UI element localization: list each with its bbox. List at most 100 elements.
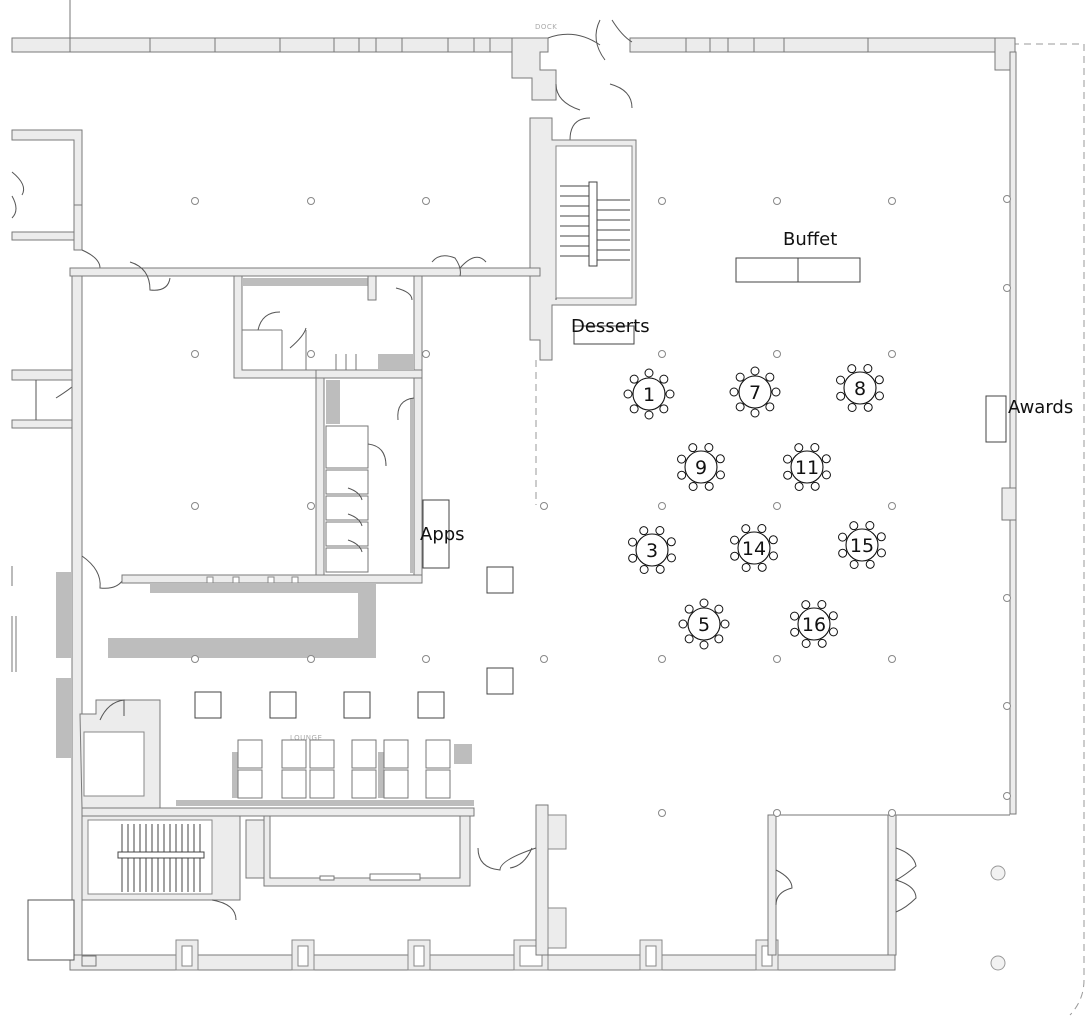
buffet-table <box>735 257 861 283</box>
chair <box>729 387 739 397</box>
chair <box>783 454 793 464</box>
west-rooms <box>11 129 541 429</box>
chair <box>666 537 676 547</box>
gallery-bar <box>108 583 376 658</box>
chair <box>750 366 760 376</box>
chair <box>623 389 633 399</box>
table-1[interactable]: 1 <box>623 368 675 420</box>
desserts-table <box>573 325 635 345</box>
chair <box>817 600 827 610</box>
chair <box>639 564 649 574</box>
chair <box>810 481 820 491</box>
chair <box>684 634 694 644</box>
chair <box>678 619 688 629</box>
chair <box>688 443 698 453</box>
chair <box>810 443 820 453</box>
chair <box>847 402 857 412</box>
chair <box>628 553 638 563</box>
chair <box>836 375 846 385</box>
chair <box>768 551 778 561</box>
chair <box>865 521 875 531</box>
chair <box>750 408 760 418</box>
chair <box>684 604 694 614</box>
chair <box>688 481 698 491</box>
east-divider <box>477 804 567 956</box>
chair <box>677 470 687 480</box>
chair <box>863 402 873 412</box>
table-11[interactable]: 11 <box>783 443 831 491</box>
chair <box>838 532 848 542</box>
chair <box>715 454 725 464</box>
chair <box>771 387 781 397</box>
chair <box>874 375 884 385</box>
svg-text:9: 9 <box>695 457 707 479</box>
chair <box>876 532 886 542</box>
chair <box>644 368 654 378</box>
chair <box>714 634 724 644</box>
table-7[interactable]: 7 <box>729 366 781 418</box>
chair <box>874 391 884 401</box>
chair <box>629 404 639 414</box>
columns <box>191 195 1011 971</box>
svg-text:15: 15 <box>850 535 874 557</box>
chair <box>714 604 724 614</box>
table-9[interactable]: 9 <box>677 443 725 491</box>
chair <box>821 454 831 464</box>
chair <box>821 470 831 480</box>
chair <box>741 562 751 572</box>
apps-counter <box>422 499 450 569</box>
chair <box>628 537 638 547</box>
chair <box>768 535 778 545</box>
apps-label: Apps <box>420 524 465 545</box>
dock-label: DOCK <box>535 23 557 31</box>
chair <box>801 638 811 648</box>
chair <box>644 410 654 420</box>
chair <box>836 391 846 401</box>
chair <box>741 524 751 534</box>
svg-text:1: 1 <box>643 384 655 406</box>
table-8[interactable]: 8 <box>836 364 884 412</box>
desserts-label: Desserts <box>571 316 650 337</box>
chair <box>666 553 676 563</box>
buffet-label: Buffet <box>783 229 837 250</box>
chair <box>704 443 714 453</box>
chair <box>765 402 775 412</box>
chair <box>838 548 848 558</box>
chair <box>659 404 669 414</box>
svg-text:11: 11 <box>795 457 819 479</box>
awards-table <box>985 395 1007 443</box>
chair <box>828 611 838 621</box>
table-5[interactable]: 5 <box>678 598 730 650</box>
svg-text:3: 3 <box>646 540 658 562</box>
svg-text:14: 14 <box>742 538 766 560</box>
chair <box>629 374 639 384</box>
chair <box>699 598 709 608</box>
chair <box>849 559 859 569</box>
chair <box>783 470 793 480</box>
svg-text:8: 8 <box>854 378 866 400</box>
chair <box>828 627 838 637</box>
lounge-label: LOUNGE <box>290 734 322 742</box>
chair <box>730 551 740 561</box>
table-16[interactable]: 16 <box>790 600 838 648</box>
chair <box>757 562 767 572</box>
chair <box>699 640 709 650</box>
chair <box>677 454 687 464</box>
chair <box>735 402 745 412</box>
table-15[interactable]: 15 <box>838 521 886 569</box>
chair <box>794 443 804 453</box>
table-3[interactable]: 3 <box>628 526 676 574</box>
chair <box>863 364 873 374</box>
chair <box>801 600 811 610</box>
restroom-block <box>121 275 423 584</box>
chair <box>757 524 767 534</box>
chair <box>865 559 875 569</box>
svg-text:16: 16 <box>802 614 826 636</box>
table-layer: 1 7 8 9 11 3 14 15 5 16 <box>623 364 886 650</box>
chair <box>655 564 665 574</box>
chair <box>715 470 725 480</box>
svg-text:5: 5 <box>698 614 710 636</box>
table-14[interactable]: 14 <box>730 524 778 572</box>
chair <box>639 526 649 536</box>
